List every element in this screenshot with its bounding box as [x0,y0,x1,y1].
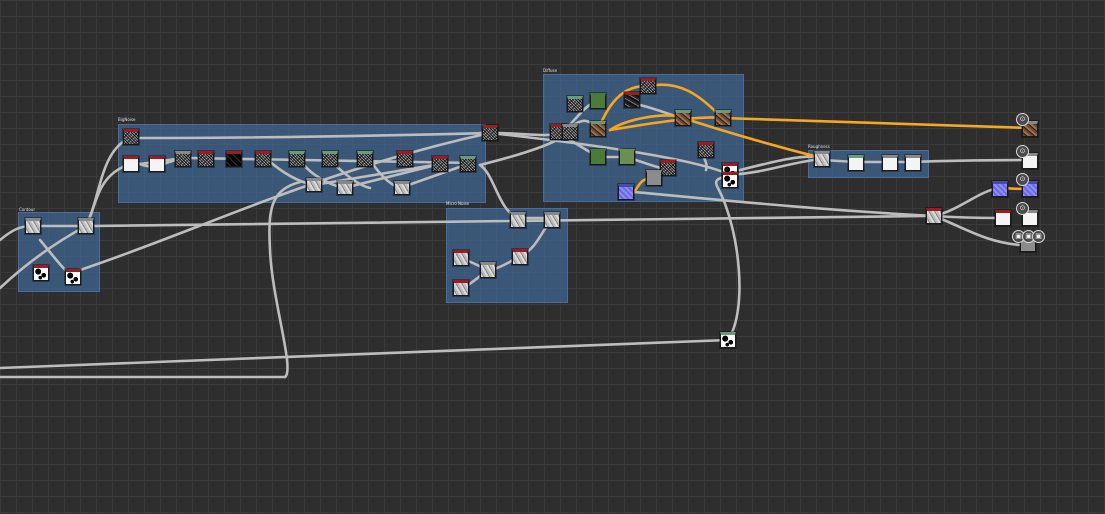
node-bignoise-1[interactable] [123,129,139,145]
node-micro-1[interactable] [510,212,526,228]
node-contour-4[interactable] [65,269,81,285]
node-bottom-mask[interactable] [720,332,736,348]
node-normal[interactable] [926,208,942,224]
node-diffuse-10[interactable] [590,149,606,165]
node-bignoise-12[interactable] [432,156,448,172]
node-diffuse-7[interactable] [640,78,656,94]
frame-diffuse-title: Diffuse [543,68,558,73]
node-micro-4[interactable] [512,249,528,265]
frame-contour-title: Contour [19,207,35,212]
output-node-height[interactable] [1022,210,1038,226]
export-icons[interactable]: ▣ [1032,230,1045,243]
node-bignoise-15[interactable] [337,181,353,195]
node-diffuse-9[interactable] [715,110,731,126]
node-contour-3[interactable] [33,265,49,281]
node-roughness-4[interactable] [905,155,921,171]
node-bridge-1[interactable] [482,125,498,141]
node-normal-input[interactable] [992,181,1008,197]
node-bignoise-13[interactable] [460,156,476,172]
node-diffuse-16[interactable] [722,172,738,188]
color-connection [720,116,1032,130]
node-diffuse-12[interactable] [698,142,714,158]
output-node-icon[interactable]: ⊙ [1016,202,1029,215]
node-bignoise-11[interactable] [397,151,413,167]
node-diffuse-17[interactable] [618,184,634,200]
node-diffuse-11[interactable] [619,149,635,165]
node-bignoise-8[interactable] [289,151,305,167]
frame-roughness-title: Roughness [808,144,830,149]
node-diffuse-4[interactable] [590,93,606,109]
node-bignoise-3[interactable] [149,156,165,172]
node-roughness-1[interactable] [814,151,830,167]
connection [932,214,1002,220]
node-diffuse-3[interactable] [562,124,578,140]
node-diffuse-14[interactable] [646,170,662,186]
node-roughness-2[interactable] [848,155,864,171]
node-bignoise-2[interactable] [123,156,139,172]
node-bignoise-10[interactable] [357,151,373,167]
node-diffuse-5[interactable] [590,121,606,137]
node-micro-2[interactable] [544,212,560,228]
output-node-icon[interactable]: ⊙ [1016,173,1029,186]
node-bignoise-9[interactable] [322,151,338,167]
output-node-basecolor[interactable] [1022,121,1038,137]
node-bignoise-5[interactable] [198,151,214,167]
node-diffuse-1[interactable] [567,96,583,112]
node-bignoise-7[interactable] [255,151,271,167]
output-node-icon[interactable]: ⊙ [1016,145,1029,158]
output-node-icon[interactable]: ⊙ [1016,113,1029,126]
node-bignoise-14[interactable] [306,178,322,192]
frame-micro-noise-title: Micro Noise [446,201,470,206]
connection [0,338,730,370]
connection [932,186,1002,218]
node-height-input[interactable] [995,210,1011,226]
node-micro-5[interactable] [480,262,496,278]
connection [911,158,1032,164]
export-icons[interactable]: ▣ [1022,230,1035,243]
frame-bignoise-title: BigNoise [118,117,136,122]
node-diffuse-13[interactable] [660,160,676,176]
node-micro-6[interactable] [453,280,469,296]
output-node-normal[interactable] [1022,181,1038,197]
connection [268,180,302,379]
node-diffuse-6[interactable] [624,92,640,108]
output-node-roughness[interactable] [1022,153,1038,169]
node-bignoise-4[interactable] [175,151,191,167]
node-contour-2[interactable] [78,218,94,234]
node-bignoise-6[interactable] [226,151,242,167]
node-roughness-3[interactable] [882,155,898,171]
node-micro-3[interactable] [453,250,469,266]
node-bignoise-16[interactable] [394,181,410,195]
node-contour-1[interactable] [25,218,41,234]
node-diffuse-8[interactable] [675,110,691,126]
